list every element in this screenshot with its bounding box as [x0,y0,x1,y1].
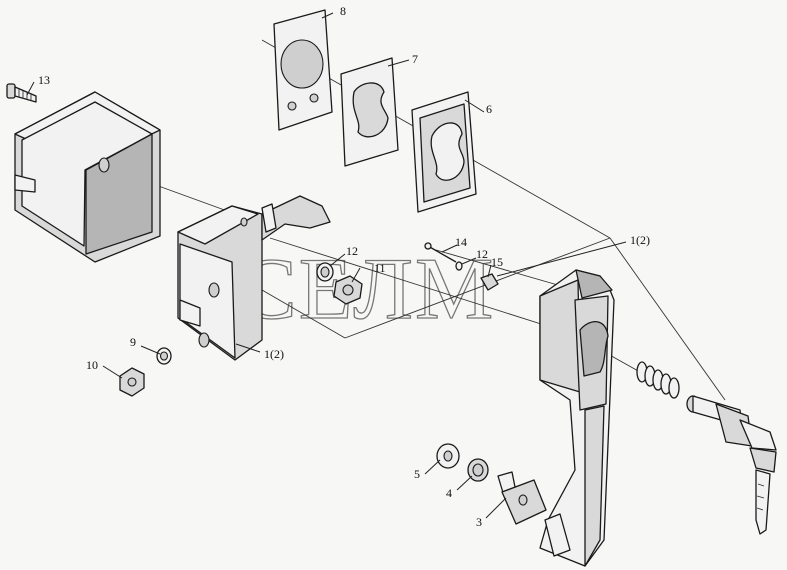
slider-plate-part-3 [497,471,547,525]
callout-6: 6 [486,102,492,116]
callout-15: 15 [491,255,503,269]
callout-leaders [26,12,627,519]
callout-labels: 8 7 6 13 12 11 9 10 1(2) 14 12 15 1(2) 5… [38,4,650,529]
callout-1-2-right: 1(2) [630,233,650,247]
callout-7: 7 [412,52,418,66]
callout-8: 8 [340,4,346,18]
callout-5: 5 [414,467,420,481]
callout-9: 9 [130,335,136,349]
nut-part-10 [119,367,145,397]
callout-11: 11 [374,261,386,275]
washer-part-4 [467,458,489,482]
callout-13: 13 [38,73,50,87]
washer-part-12-left [316,262,334,282]
spring [636,361,680,399]
callout-12-left: 12 [346,244,358,258]
callout-14: 14 [455,235,467,249]
washer-part-12-right [455,261,463,271]
gasket-plate-6 [411,91,477,213]
cover-box [14,91,161,263]
nut-part-11 [333,275,363,305]
handle-body-right [539,269,615,567]
callout-4: 4 [446,486,452,500]
gasket-plate-7 [340,57,399,167]
gasket-plate-8 [273,9,333,131]
washer-part-5 [436,443,460,469]
lock-cylinder-with-key [686,395,777,535]
watermark-text: СЕЛМ [238,241,495,338]
callout-10: 10 [86,358,98,372]
washer-part-9 [156,347,172,365]
callout-3: 3 [476,515,482,529]
callout-1-2-left: 1(2) [264,347,284,361]
screw-part-13 [6,83,37,103]
callout-12-right: 12 [476,247,488,261]
pin-part-14 [424,242,457,263]
latch-body-left [177,195,331,361]
